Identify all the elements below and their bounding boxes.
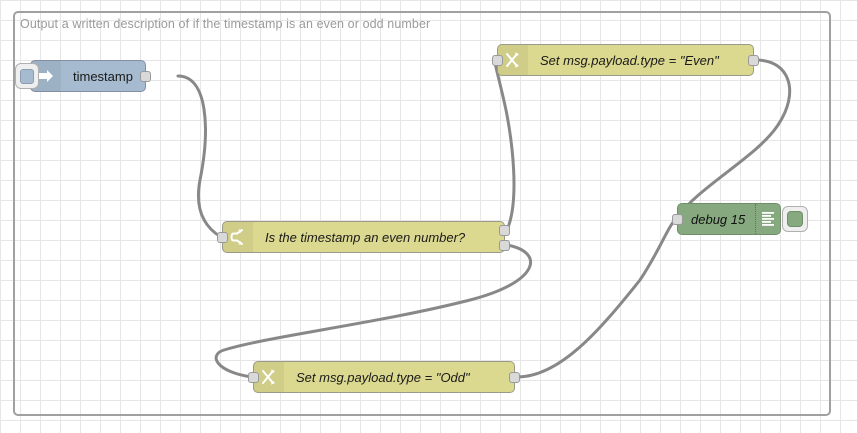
debug-input-port[interactable]	[672, 214, 683, 225]
inject-trigger-button[interactable]	[15, 63, 39, 89]
change-odd-input-port[interactable]	[248, 372, 259, 383]
change-odd-label: Set msg.payload.type = "Odd"	[296, 369, 470, 385]
switch-input-port[interactable]	[217, 232, 228, 243]
change-odd-output-port[interactable]	[509, 372, 520, 383]
switch-output-port-1[interactable]	[499, 225, 510, 236]
change-even-label: Set msg.payload.type = "Even"	[540, 52, 719, 68]
switch-branch-icon	[223, 222, 253, 252]
node-change-odd[interactable]: Set msg.payload.type = "Odd"	[248, 361, 520, 393]
change-even-input-port[interactable]	[492, 55, 503, 66]
node-group-box[interactable]	[13, 11, 831, 416]
node-group-title: Output a written description of if the t…	[20, 17, 431, 31]
debug-lines-icon	[755, 204, 780, 234]
node-debug[interactable]: debug 15	[672, 203, 808, 235]
inject-node-label: timestamp	[73, 68, 133, 84]
inject-output-port[interactable]	[139, 71, 151, 82]
inject-trigger-button-inner	[20, 68, 34, 84]
node-change-even[interactable]: Set msg.payload.type = "Even"	[492, 44, 759, 76]
debug-enable-toggle-inner	[787, 211, 803, 227]
change-shuffle-icon	[254, 362, 284, 392]
debug-enable-toggle[interactable]	[782, 206, 808, 232]
debug-node-label: debug 15	[691, 211, 746, 227]
switch-output-port-2[interactable]	[499, 240, 510, 251]
change-shuffle-icon	[498, 45, 528, 75]
node-inject-timestamp[interactable]: timestamp	[15, 60, 151, 92]
switch-node-label: Is the timestamp an even number?	[265, 229, 466, 245]
change-even-output-port[interactable]	[748, 55, 759, 66]
node-switch-even-check[interactable]: Is the timestamp an even number?	[217, 221, 510, 253]
